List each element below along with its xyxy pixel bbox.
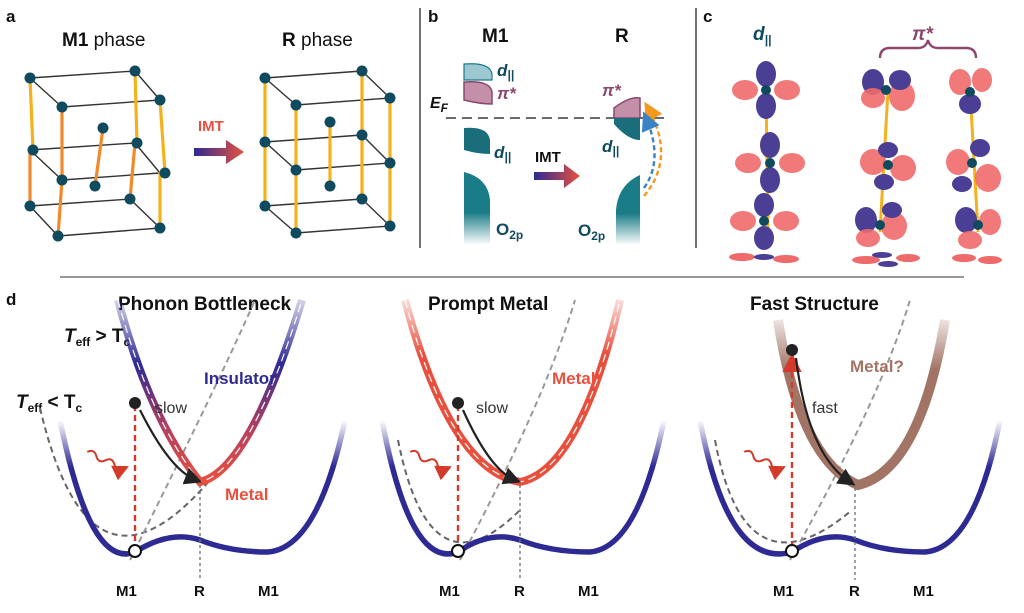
upper-parabola (114, 298, 306, 487)
dashed-parabola-r (789, 299, 911, 561)
ef-label: EF (430, 95, 449, 115)
dashed-parabola-m1 (714, 439, 853, 544)
m1-pistar-label: π* (497, 84, 517, 103)
arrow-right-icon (194, 140, 244, 164)
panel-a: a M1 phase R phase (6, 7, 396, 242)
teff-less-label: Teff < Tc (16, 392, 83, 415)
dashed-parabola-r (129, 299, 256, 561)
scenario-title: Prompt Metal (428, 294, 548, 315)
panel-c: c d|| π* (703, 7, 1002, 267)
scenario-phonon-bottleneck: Phonon Bottleneck Insulator Metal slow M… (39, 294, 348, 600)
r-pistar-band (613, 96, 641, 119)
tick-m1-right: M1 (578, 583, 599, 600)
m1-phase-title: M1 phase (62, 30, 145, 51)
imt-label-a: IMT (198, 118, 224, 135)
orange-excitation-arrow (643, 101, 663, 197)
speed-label: fast (812, 400, 838, 417)
c-pistar-label: π* (912, 24, 935, 45)
scenario-fast-structure: Fast Structure Metal? fast M1 R M1 (697, 294, 1003, 600)
m1-dpar-label: d|| (497, 61, 514, 82)
metal-label: Metal (552, 369, 595, 388)
dashed-parabola-r (459, 299, 576, 561)
m1-atoms (24, 65, 171, 242)
b-col-m1: M1 (482, 26, 509, 47)
ground-state-dot (128, 544, 142, 558)
r-lattice (264, 70, 391, 234)
arrow-right-icon (534, 164, 580, 188)
dashed-parabola-m1 (397, 439, 521, 544)
wavy-photon-icon (86, 449, 129, 481)
m1-lattice (29, 70, 161, 237)
tick-m1-left: M1 (773, 583, 794, 600)
r-pistar-label: π* (602, 81, 622, 100)
upper-parabola (401, 298, 624, 487)
blue-excitation-arrow (641, 111, 660, 189)
tick-m1-left: M1 (116, 583, 137, 600)
tick-r: R (194, 583, 205, 600)
relax-arrow (461, 409, 522, 485)
insulator-double-well (57, 419, 348, 557)
imt-label-b: IMT (535, 149, 561, 166)
orbital-chain-dpar (729, 61, 805, 263)
teff-greater-label: Teff > Tc (64, 326, 131, 349)
wavy-photon-icon (409, 449, 452, 481)
panel-label-c: c (703, 7, 712, 26)
m1-dpar-lower-band (464, 127, 490, 154)
orbital-chain-pistar-1 (852, 69, 920, 267)
insulator-label: Insulator (204, 369, 276, 388)
insulator-double-well (379, 419, 667, 557)
upper-parabola (773, 319, 950, 491)
tick-m1-right: M1 (913, 583, 934, 600)
tick-r: R (849, 583, 860, 600)
r-o2p-label: O2p (578, 221, 605, 243)
r-dpar-label: d|| (602, 137, 619, 158)
scenario-title: Fast Structure (750, 294, 879, 315)
metal-label: Metal (225, 485, 268, 504)
m1-o2p-label: O2p (496, 220, 523, 242)
insulator-double-well (697, 419, 1003, 557)
speed-label: slow (155, 400, 187, 417)
ground-state-dot (451, 544, 465, 558)
relax-arrow (139, 409, 203, 485)
tick-r: R (514, 583, 525, 600)
m1-dpar-upper-band (463, 63, 493, 81)
ground-state-dot (785, 544, 799, 558)
metal-question-label: Metal? (850, 357, 904, 376)
tick-m1-left: M1 (439, 583, 460, 600)
dashed-parabola-m1 (39, 407, 211, 537)
panel-d: d Teff > Tc Teff < Tc Phonon Bottleneck … (6, 290, 1003, 600)
scenario-prompt-metal: Prompt Metal Metal slow M1 R M1 (379, 294, 667, 600)
orbital-chain-pistar-2 (946, 68, 1002, 264)
r-phase-title: R phase (282, 30, 353, 51)
m1-bonds (28, 69, 167, 238)
speed-label: slow (476, 400, 508, 417)
excited-state-dot (452, 397, 464, 409)
panel-label-d: d (6, 290, 16, 309)
excited-state-dot (786, 344, 798, 356)
r-o2p-band (616, 175, 640, 245)
panel-label-b: b (428, 7, 438, 26)
m1-dpar-lower-label: d|| (494, 143, 511, 164)
m1-o2p-band (464, 172, 490, 245)
panel-b: b M1 R EF d|| π* d|| O2p IMT π* d|| O2p (428, 7, 668, 245)
curly-brace-icon (878, 39, 978, 59)
m1-pistar-band (463, 80, 493, 105)
r-atoms (259, 65, 396, 239)
b-col-r: R (615, 26, 629, 47)
tick-m1-right: M1 (258, 583, 279, 600)
c-dpar-label: d|| (753, 24, 771, 47)
excited-state-dot (129, 397, 141, 409)
relax-arrow (794, 357, 856, 486)
scenario-title: Phonon Bottleneck (118, 294, 292, 315)
r-dpar-band (614, 118, 640, 140)
wavy-photon-icon (743, 449, 786, 481)
panel-label-a: a (6, 7, 16, 26)
